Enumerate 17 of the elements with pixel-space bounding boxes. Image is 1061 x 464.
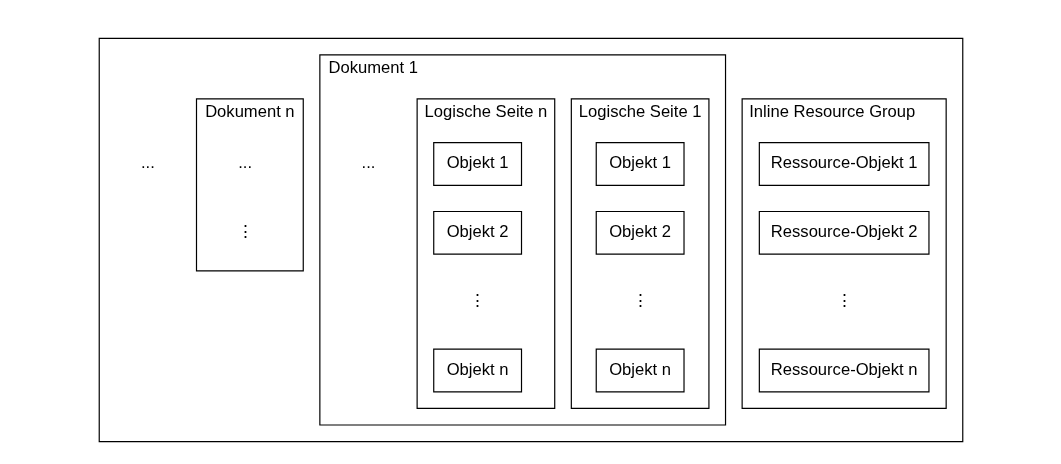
node-box: Objekt 1 <box>595 142 685 186</box>
label: ... <box>237 153 252 173</box>
label: ⋮ <box>236 222 254 242</box>
node-box: Ressource-Objekt 1 <box>758 142 930 186</box>
node-box: Ressource-Objekt 2 <box>758 210 930 255</box>
label: ⋮ <box>468 291 486 311</box>
cluster <box>98 37 963 443</box>
node-box: Ressource-Objekt n <box>758 348 930 393</box>
node-box: Objekt n <box>595 348 685 393</box>
label: ⋮ <box>631 291 649 311</box>
label: ... <box>140 153 155 173</box>
label: ⋮ <box>835 291 853 311</box>
label: ... <box>361 153 375 173</box>
node-box: Objekt 2 <box>432 210 522 255</box>
node-box: Objekt 2 <box>595 210 685 255</box>
node-box: Objekt 1 <box>432 142 522 186</box>
node-box: Objekt n <box>432 348 522 393</box>
